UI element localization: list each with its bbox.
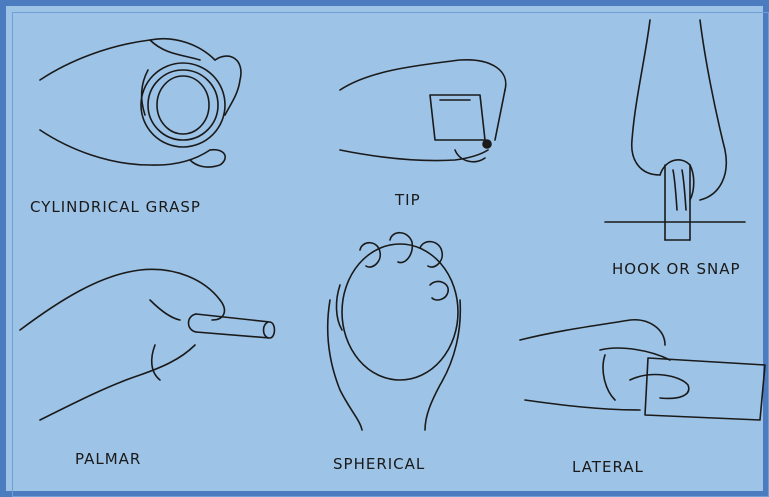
hook-grasp-illustration [604,19,746,241]
label-spherical: SPHERICAL [333,455,426,473]
label-lateral: LATERAL [572,458,644,476]
label-tip: TIP [395,191,421,209]
cylindrical-grasp-illustration [39,37,242,168]
label-hook-or-snap: HOOK OR SNAP [612,260,741,278]
spherical-grasp-illustration [326,231,462,431]
palmar-grasp-illustration [19,268,276,421]
label-palmar: PALMAR [75,450,142,468]
lateral-grasp-illustration [519,319,766,421]
label-cylindrical-grasp: CYLINDRICAL GRASP [30,198,201,216]
tip-grasp-illustration [339,59,507,163]
